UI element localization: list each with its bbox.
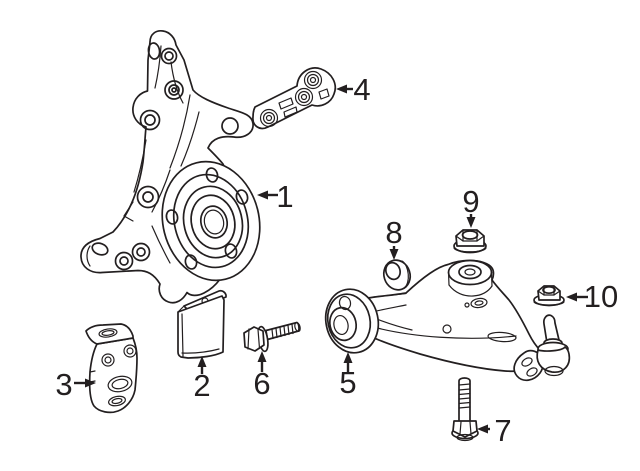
callout-label-4: 4: [353, 72, 370, 107]
part-flange-nut-9: [453, 229, 487, 254]
callout-label-10: 10: [584, 279, 618, 314]
part-shield-plate: [177, 289, 227, 359]
callout-label-7: 7: [494, 413, 511, 448]
arm-end-clamp: [513, 349, 544, 382]
arrow-up-icon: [257, 351, 267, 362]
lower-arm-boss-b: [131, 242, 151, 262]
part-lower-control-arm: [324, 259, 571, 382]
part-flange-nut-10: [533, 285, 565, 307]
hub-outer-rim: [161, 160, 261, 282]
nut8-bore: [384, 261, 402, 281]
arrow-down-icon: [389, 249, 399, 260]
bolt6-shaft: [265, 321, 300, 341]
nut9-bore: [461, 230, 479, 240]
knuckle-detail-lines: [86, 45, 200, 267]
left-ear-hole: [139, 109, 161, 131]
arrow-left-icon: [336, 84, 347, 94]
nut8-outer: [382, 259, 412, 291]
control-arm-outline: [357, 259, 546, 373]
ball-joint-stud: [543, 314, 560, 344]
callout-label-5: 5: [339, 365, 356, 400]
callout-10: 10: [566, 279, 618, 314]
wheel-hub-flange: [161, 160, 261, 282]
hub-center-bore: [199, 205, 229, 239]
part-bolt-long: [451, 377, 479, 442]
bracket3-top-flange: [85, 323, 134, 345]
callout-7: 7: [477, 413, 512, 448]
lower-arm-boss-a: [114, 251, 134, 271]
callout-8: 8: [385, 215, 403, 260]
callout-label-8: 8: [385, 215, 402, 250]
right-lug-hole: [221, 117, 239, 135]
callout-5: 5: [339, 352, 357, 400]
bolt7-threads: [458, 383, 471, 409]
callout-label-3: 3: [55, 367, 72, 402]
bracket-outline: [252, 67, 337, 130]
part-mount-bracket: [85, 323, 138, 414]
callout-label-6: 6: [253, 366, 270, 401]
arrow-right-icon: [85, 378, 96, 388]
arrow-up-icon: [343, 352, 353, 363]
callout-3: 3: [55, 367, 96, 402]
callout-label-1: 1: [276, 179, 293, 214]
arrow-left-icon: [566, 292, 577, 302]
part-bolt-short: [243, 321, 301, 353]
part-collar-nut: [382, 259, 412, 291]
bolt6-threads: [271, 323, 294, 340]
callout-label-9: 9: [462, 184, 479, 219]
part-bolt-bracket: [252, 67, 337, 130]
callout-2: 2: [193, 356, 211, 403]
plate-body: [177, 295, 225, 359]
vertical-bushing-tower: [447, 259, 493, 297]
hub-bolt-holes: [165, 167, 249, 270]
mid-boss: [136, 185, 160, 209]
callout-6: 6: [253, 351, 271, 401]
callout-4: 4: [336, 72, 371, 107]
knuckle-bosses: [91, 42, 239, 271]
arrow-left-icon: [477, 424, 488, 434]
plate-thickness-lines: [177, 305, 220, 357]
ball-joint-housing: [536, 346, 571, 373]
top-arm-round-hole: [160, 47, 178, 65]
callout-1: 1: [257, 179, 294, 214]
bracket-bolts: [259, 70, 330, 128]
upper-boss: [164, 80, 184, 100]
bolt6-hex-head: [243, 326, 265, 352]
nut10-bore: [542, 285, 556, 295]
top-arm-slot-hole: [147, 42, 161, 60]
arrow-up-icon: [197, 356, 207, 367]
nut9-hex-body: [455, 229, 485, 247]
arrow-left-icon: [257, 190, 268, 200]
front-bushing: [324, 288, 380, 354]
arrow-down-icon: [466, 217, 476, 228]
part-steering-knuckle: [80, 30, 261, 304]
ball-joint: [536, 314, 571, 377]
callout-9: 9: [462, 184, 480, 228]
lower-arm-slot: [91, 242, 109, 256]
callout-label-2: 2: [193, 368, 210, 403]
bracket3-body: [88, 337, 138, 414]
